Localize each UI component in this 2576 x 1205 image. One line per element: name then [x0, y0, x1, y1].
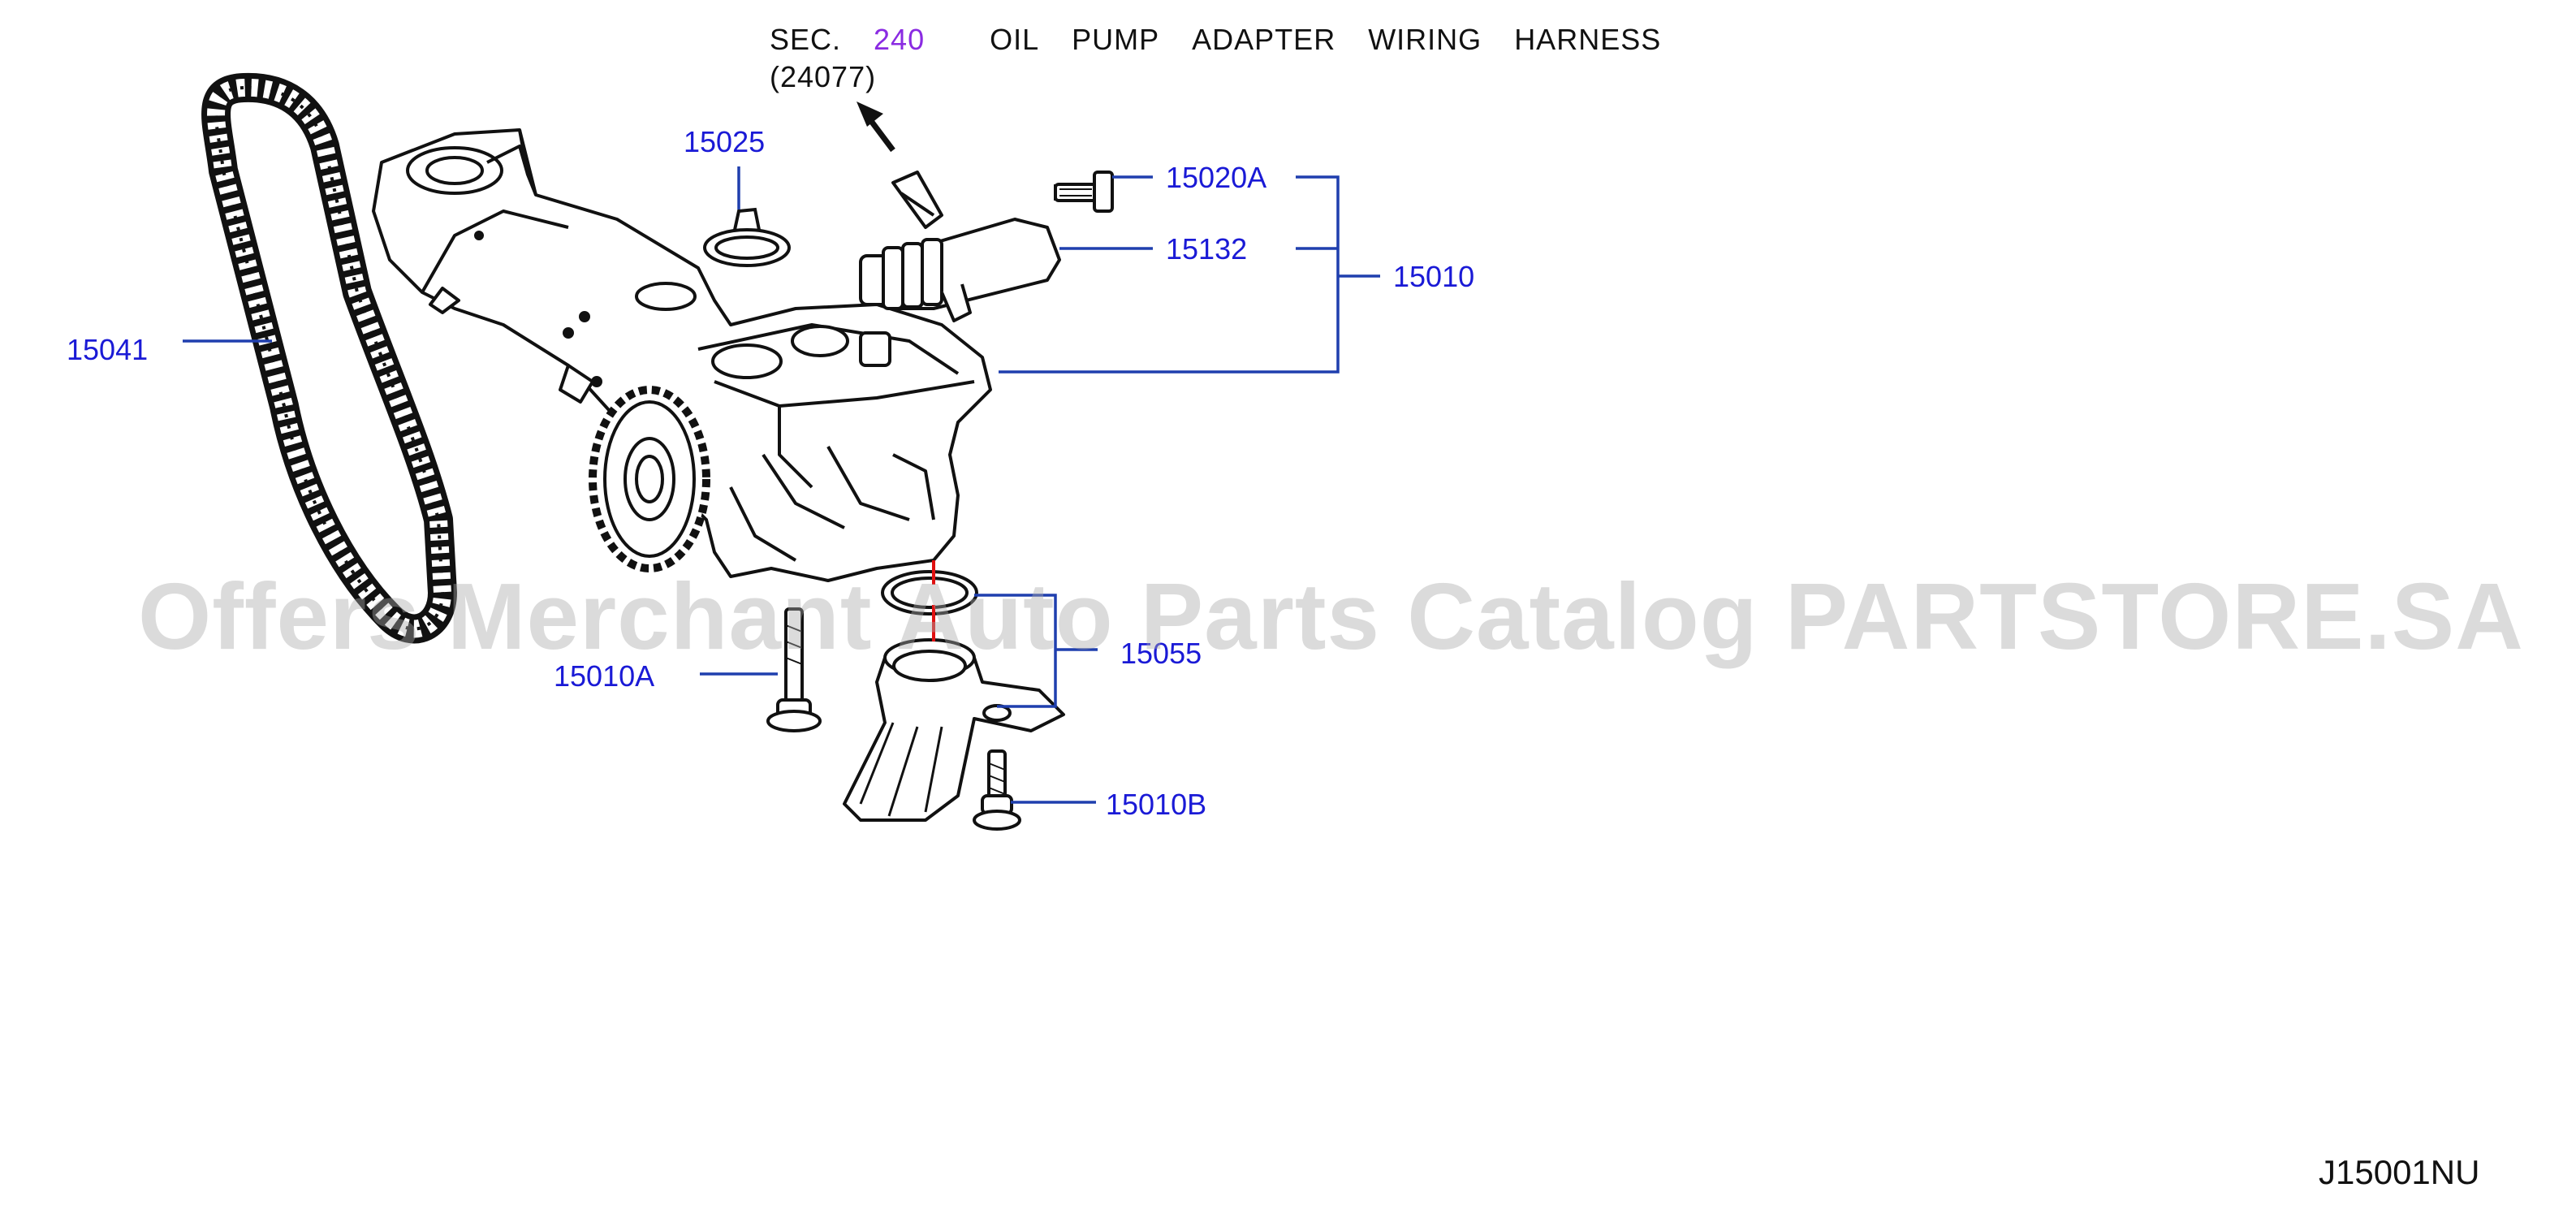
callout-15010[interactable]: 15010 [1393, 260, 1475, 293]
section-title-word-2: PUMP [1072, 23, 1160, 56]
section-title-word-3: ADAPTER [1192, 23, 1336, 56]
callout-15020A[interactable]: 15020A [1166, 161, 1267, 194]
section-reference: SEC. 240 OIL PUMP ADAPTER WIRING HARNESS [770, 23, 1661, 57]
solenoid-valve-drawing [859, 171, 1061, 322]
oil-pump-body-drawing [372, 128, 992, 582]
reference-arrow-icon [857, 101, 895, 153]
callout-15010A[interactable]: 15010A [554, 659, 655, 693]
bolt-15010A-drawing [766, 607, 822, 732]
callout-15025[interactable]: 15025 [684, 125, 766, 158]
bolt-15010B-drawing [973, 749, 1021, 831]
sprocket-drawing [589, 386, 710, 572]
callout-15055[interactable]: 15055 [1120, 637, 1202, 670]
timing-chain-drawing [201, 72, 457, 644]
leader-lines [183, 166, 1380, 804]
diagram-code: J15001NU [2319, 1153, 2480, 1191]
section-title-word-4: WIRING [1368, 23, 1482, 56]
section-prefix: SEC. [770, 23, 842, 56]
section-title-word-1: OIL [990, 23, 1040, 56]
strainer-15055-drawing [843, 560, 1065, 822]
callout-15041[interactable]: 15041 [67, 333, 149, 366]
section-title-word-5: HARNESS [1514, 23, 1662, 56]
bolt-15020A-drawing [1054, 171, 1114, 213]
o-ring-15025-drawing [703, 207, 791, 267]
callout-15132[interactable]: 15132 [1166, 232, 1248, 266]
section-number-link[interactable]: 240 [874, 23, 926, 56]
callout-15010B[interactable]: 15010B [1106, 788, 1207, 821]
section-code: (24077) [770, 60, 877, 93]
